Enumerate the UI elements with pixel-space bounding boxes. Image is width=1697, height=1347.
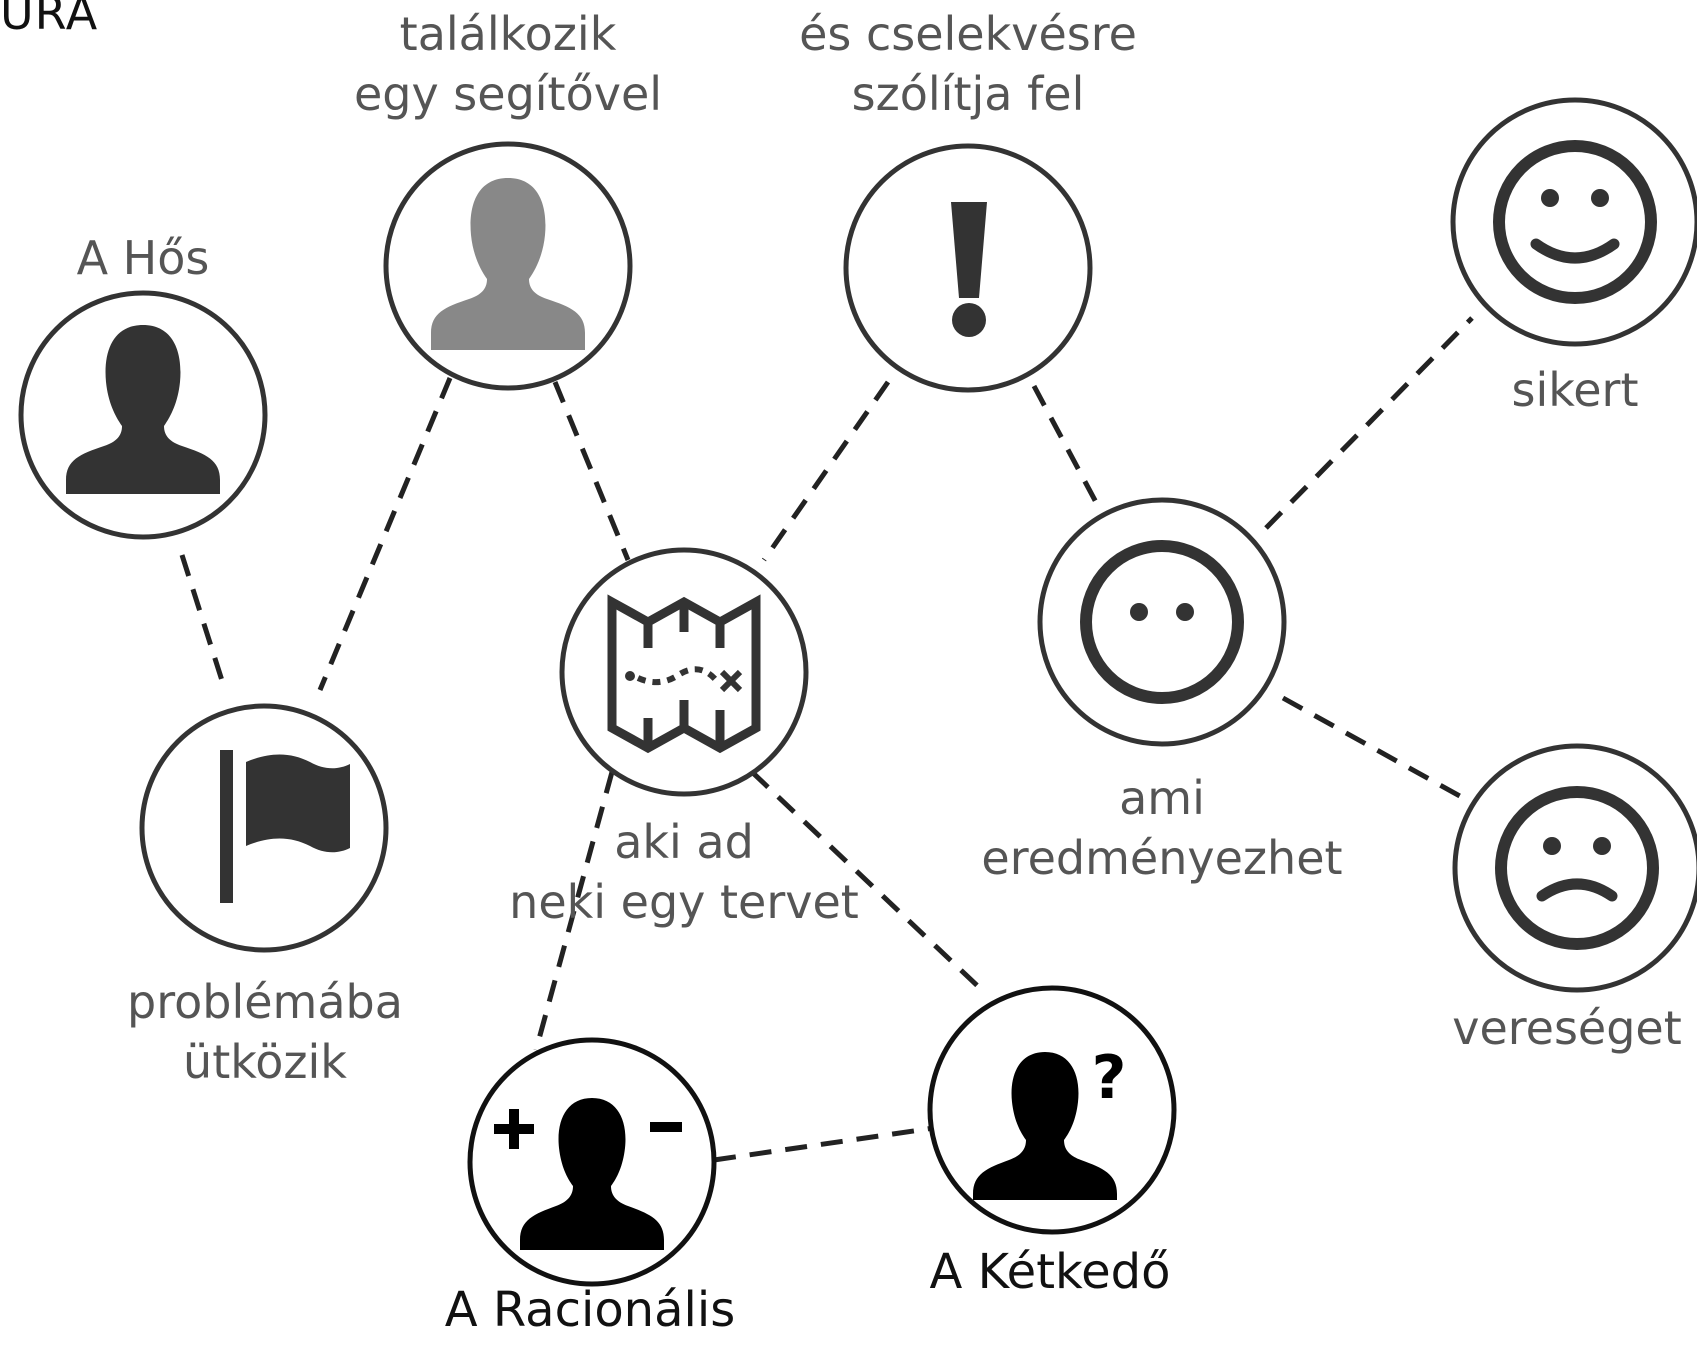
smiley-face-icon — [1493, 140, 1657, 304]
call-label: és cselekvésre szólítja fel — [799, 7, 1137, 121]
person-question-icon: ? — [973, 1043, 1126, 1200]
defeat-node — [1452, 743, 1697, 993]
rational-label: A Racionális — [444, 1282, 736, 1338]
connector-rational-doubter — [713, 1125, 935, 1163]
doubter-label: A Kétkedő — [929, 1244, 1171, 1300]
success-node — [1450, 97, 1697, 347]
connector-call-outcome — [1031, 384, 1101, 508]
connector-plan-rational — [533, 771, 615, 1051]
hero-label: A Hős — [76, 231, 210, 285]
connector-call-plan — [761, 380, 891, 562]
outcome-node — [1037, 497, 1287, 747]
connector-outcome-success — [1264, 316, 1474, 530]
success-label: sikert — [1511, 363, 1639, 417]
flag-icon — [220, 750, 350, 903]
connector-hero-problem — [179, 554, 228, 691]
person-plus-minus-icon — [494, 1098, 682, 1250]
neutral-face-icon — [1080, 540, 1244, 704]
plan-label: aki ad neki egy tervet — [509, 815, 859, 929]
sad-face-icon — [1495, 786, 1659, 950]
outcome-label: ami eredményezhet — [981, 771, 1343, 885]
helper-person-gray-icon — [431, 178, 585, 350]
map-icon — [607, 594, 761, 754]
connector-helper-plan — [552, 381, 631, 561]
heading: URA — [0, 0, 99, 40]
helper-label: találkozik egy segítővel — [353, 7, 663, 121]
hero-person-icon — [66, 325, 220, 494]
problem-label: problémába ütközik — [127, 975, 403, 1089]
connector-helper-problem — [317, 377, 453, 691]
connector-plan-doubter — [750, 770, 986, 994]
exclamation-icon — [951, 202, 987, 337]
defeat-label: vereséget — [1452, 1001, 1682, 1055]
svg-text:?: ? — [1092, 1043, 1127, 1113]
